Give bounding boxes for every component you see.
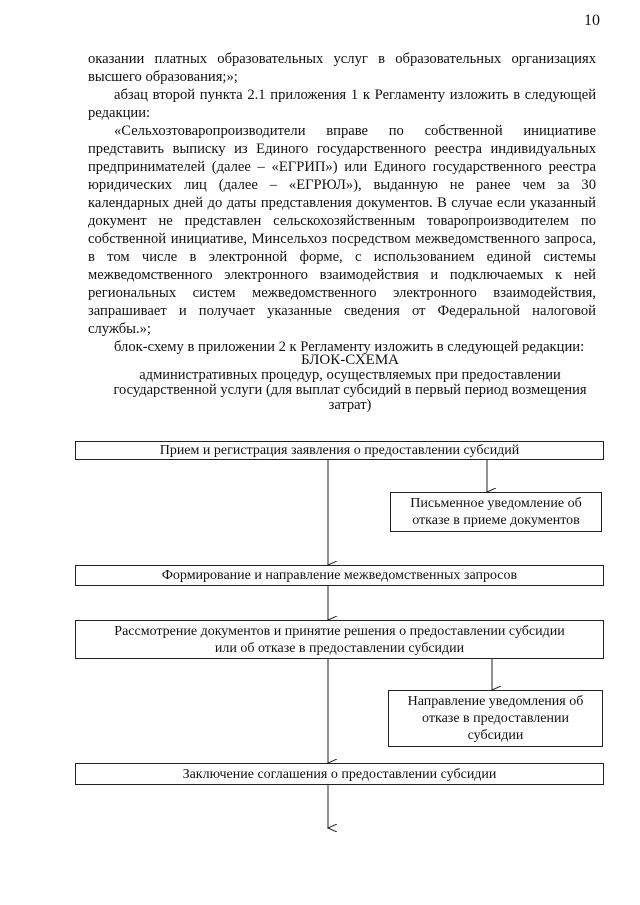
paragraph-amendment-intro: абзац второй пункта 2.1 приложения 1 к Р…: [88, 87, 596, 121]
scheme-header: БЛОК-СХЕМА административных процедур, ос…: [100, 352, 600, 413]
paragraph-scheme-intro: блок-схему в приложении 2 к Регламенту и…: [114, 339, 585, 355]
box-step-reception: Прием и регистрация заявления о предоста…: [75, 441, 604, 460]
paragraph-continuation: оказании платных образовательных услуг в…: [88, 51, 596, 85]
document-body: оказании платных образовательных услуг в…: [88, 50, 596, 356]
page-number: 10: [584, 12, 600, 29]
scheme-title: БЛОК-СХЕМА: [300, 352, 400, 368]
box-step-review-decision: Рассмотрение документов и принятие решен…: [75, 620, 604, 659]
paragraph-amendment-text: «Сельхозтоваропроизводители вправе по со…: [88, 123, 596, 337]
box-step-interagency-requests: Формирование и направление межведомствен…: [75, 565, 604, 586]
box-refusal-documents: Письменное уведомление об отказе в прием…: [390, 492, 602, 532]
box-refusal-subsidy: Направление уведомления об отказе в пред…: [388, 690, 603, 747]
scheme-subtitle: административных процедур, осуществляемы…: [113, 367, 587, 413]
box-step-agreement: Заключение соглашения о предоставлении с…: [75, 763, 604, 785]
